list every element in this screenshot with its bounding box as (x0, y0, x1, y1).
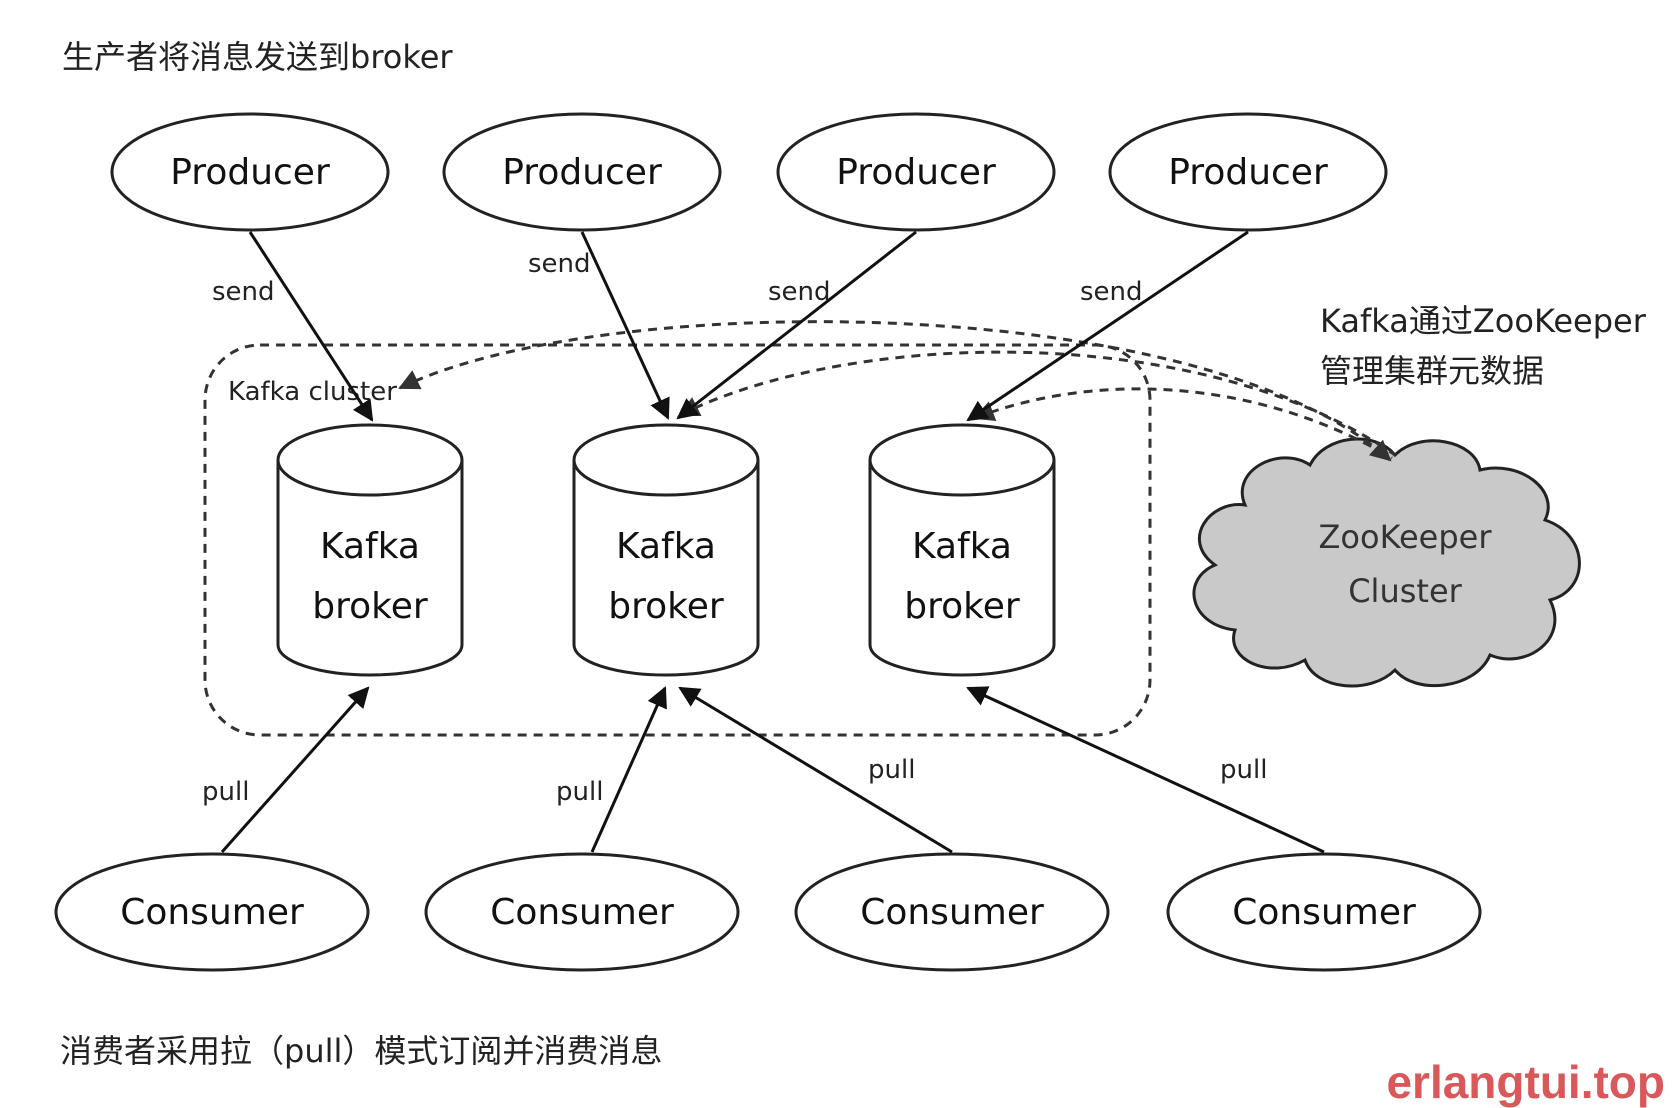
pull-arrow-2 (590, 686, 667, 853)
producer-label: Producer (502, 152, 662, 193)
producer-label: Producer (170, 152, 330, 193)
producer-label: Producer (1168, 152, 1328, 193)
producer-label: Producer (836, 152, 996, 193)
producer-node-4: Producer (1108, 112, 1388, 232)
send-label-4: send (1080, 277, 1143, 307)
consumer-label: Consumer (860, 892, 1044, 933)
kafka-broker-1: Kafka broker (276, 423, 464, 677)
zookeeper-label-line2: Cluster (1348, 572, 1462, 610)
broker-label-line1: Kafka (616, 526, 716, 567)
pull-arrow-4 (966, 686, 1325, 854)
consumer-label: Consumer (120, 892, 304, 933)
zookeeper-note-line1: Kafka通过ZooKeeper (1320, 302, 1647, 340)
consumer-heading: 消费者采用拉（pull）模式订阅并消费消息 (60, 1032, 662, 1070)
kafka-broker-2: Kafka broker (572, 423, 760, 677)
consumer-label: Consumer (490, 892, 674, 933)
pull-label-2: pull (556, 777, 603, 807)
broker-label-line2: broker (312, 586, 428, 627)
consumer-label: Consumer (1232, 892, 1416, 933)
zookeeper-note-line2: 管理集群元数据 (1320, 352, 1544, 390)
producer-heading: 生产者将消息发送到broker (62, 38, 453, 76)
kafka-broker-3: Kafka broker (868, 423, 1056, 677)
consumer-node-3: Consumer (794, 852, 1110, 972)
zookeeper-cluster-cloud: ZooKeeper Cluster (1192, 437, 1581, 688)
send-label-3: send (768, 277, 831, 307)
consumer-node-2: Consumer (424, 852, 740, 972)
pull-label-4: pull (1220, 755, 1267, 785)
pull-arrow-1 (220, 686, 370, 853)
producer-node-1: Producer (110, 112, 390, 232)
send-label-2: send (528, 249, 591, 279)
pull-label-3: pull (868, 755, 915, 785)
zookeeper-label-line1: ZooKeeper (1319, 518, 1493, 556)
send-arrow-4 (966, 230, 1249, 422)
pull-label-1: pull (202, 777, 249, 807)
broker-label-line1: Kafka (912, 526, 1012, 567)
zk-link-broker-1 (398, 320, 1392, 462)
broker-label-line2: broker (608, 586, 724, 627)
producer-node-3: Producer (776, 112, 1056, 232)
send-arrow-2 (580, 231, 670, 420)
consumer-node-1: Consumer (54, 852, 370, 972)
pull-arrow-3 (678, 686, 953, 854)
kafka-cluster-boundary (203, 343, 1152, 737)
zk-link-broker-3 (973, 387, 1393, 460)
send-label-1: send (212, 277, 275, 307)
broker-label-line2: broker (904, 586, 1020, 627)
broker-label-line1: Kafka (320, 526, 420, 567)
send-arrow-1 (248, 231, 374, 422)
kafka-cluster-label: Kafka cluster (228, 377, 397, 407)
watermark-text: erlangtui.top (1386, 1056, 1665, 1108)
send-arrow-3 (676, 230, 917, 420)
consumer-node-4: Consumer (1166, 852, 1482, 972)
producer-node-2: Producer (442, 112, 722, 232)
zk-link-broker-2 (678, 350, 1396, 457)
